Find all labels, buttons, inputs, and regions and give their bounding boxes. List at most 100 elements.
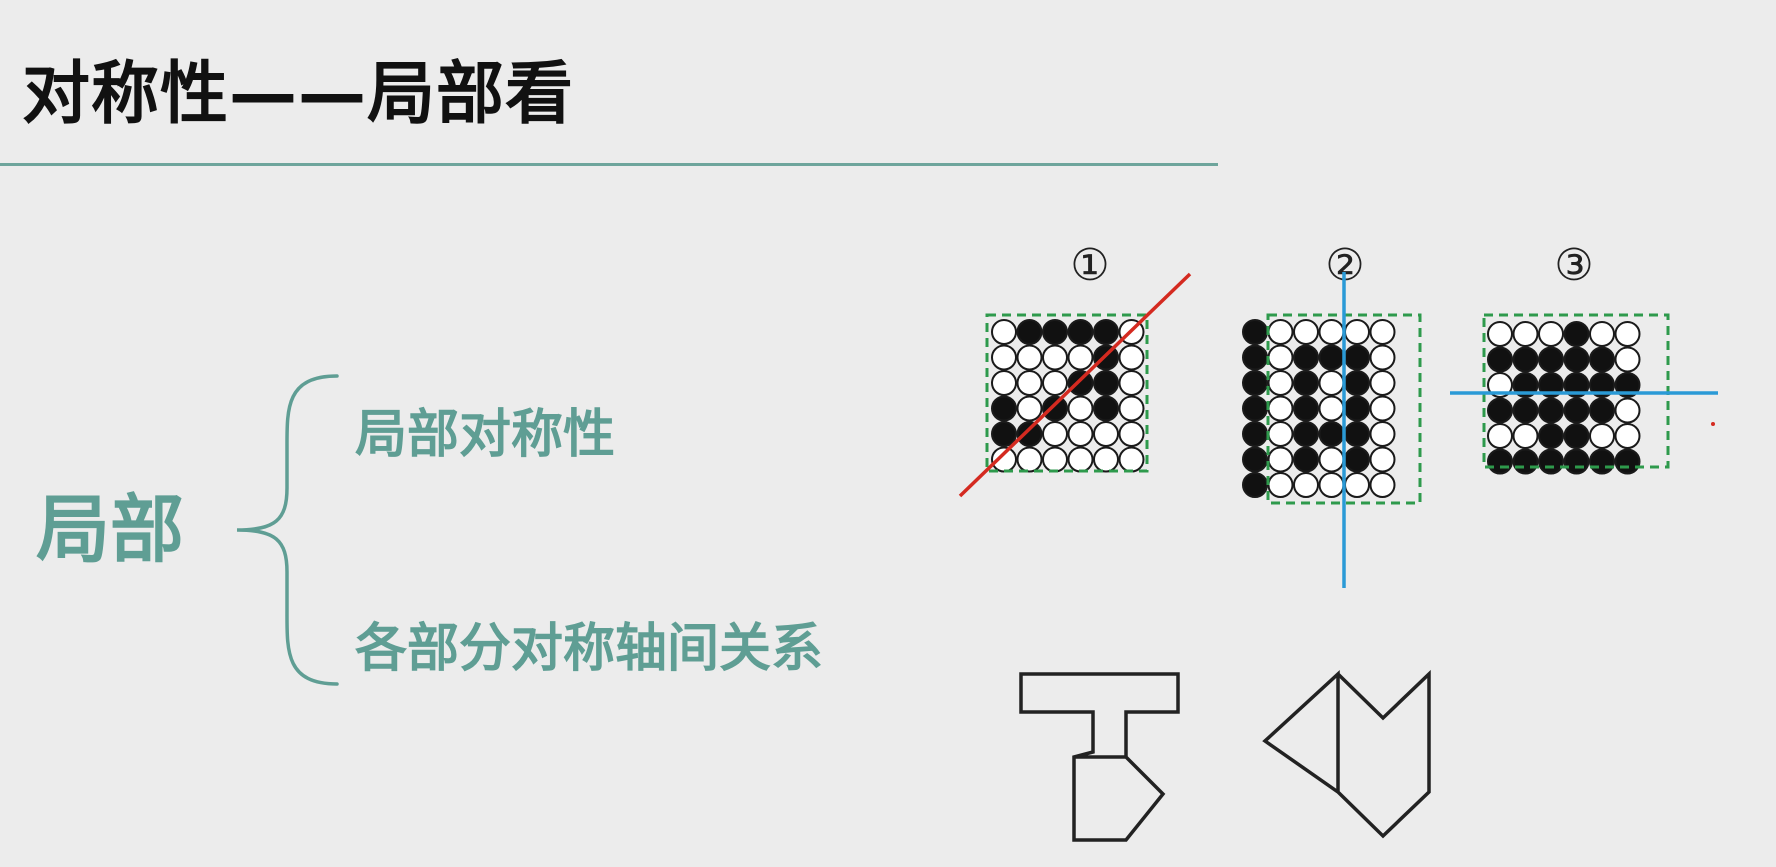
shape-t-outline	[1019, 672, 1180, 842]
grid-3-dot-black	[1512, 397, 1539, 424]
grid-2-dot-black	[1344, 421, 1370, 447]
grid-3-dot-black	[1589, 448, 1615, 475]
grid-1-dot-white	[991, 319, 1017, 345]
grid-2-dot-white	[1318, 472, 1345, 498]
diagonal-axis-red	[958, 272, 1192, 498]
grid-3-dot-black	[1563, 372, 1590, 398]
grid-3-dot-black	[1487, 397, 1513, 424]
grid-2-dot-white	[1267, 370, 1294, 396]
grid-3-dot-black	[1589, 372, 1615, 398]
grid-3-dot-black	[1538, 372, 1564, 398]
grid-2-dot-black	[1293, 446, 1319, 473]
grid-3-dot-white	[1512, 423, 1539, 449]
grid-2-dot-white	[1369, 370, 1396, 396]
grid-3-dot-black	[1589, 397, 1615, 424]
grid-2-dot-white	[1293, 319, 1319, 345]
grid-3-dot-black	[1563, 423, 1590, 449]
grid-3-dot-white	[1614, 423, 1641, 449]
grid-1-dot-white	[1118, 395, 1145, 422]
grid-2-dot-white	[1267, 472, 1294, 498]
grid-1-dot-white	[1067, 395, 1094, 422]
figure-label-3: ③	[1554, 240, 1593, 291]
grid-1-dot-white	[1067, 344, 1094, 371]
grid-2-dot-white	[1344, 472, 1370, 498]
grid-3-dot-black	[1538, 346, 1564, 373]
grid-2-dot-white	[1318, 446, 1345, 473]
grid-2-dot-white	[1293, 472, 1319, 498]
grid-2-dot-black	[1242, 370, 1268, 396]
grid-1-dot-white	[1042, 344, 1068, 371]
grid-3-dot-black	[1563, 346, 1590, 373]
grid-3-dot-black	[1487, 448, 1513, 475]
grid-2-dot-white	[1344, 319, 1370, 345]
grid-1-dot-white	[991, 370, 1017, 396]
grid-3-dot-white	[1487, 423, 1513, 449]
grid-2-dot-black	[1242, 446, 1268, 473]
grid-1-dot-white	[1042, 446, 1068, 473]
shape-arrow-outline	[1262, 669, 1431, 839]
grid-2-dot-white	[1267, 421, 1294, 447]
grid-2-dot-white	[1267, 395, 1294, 422]
grid-1-dot-white	[1118, 446, 1145, 473]
grid-3-dot-black	[1563, 321, 1590, 347]
grid-3-dot-white	[1512, 321, 1539, 347]
grid-2-dot-white	[1369, 421, 1396, 447]
grid-3-dot-white	[1487, 372, 1513, 398]
branch-axis-relation: 各部分对称轴间关系	[355, 619, 824, 679]
grid-2-dot-black	[1293, 344, 1319, 371]
grid-1-dot-black	[1016, 319, 1043, 345]
grid-3-dot-black	[1487, 346, 1513, 373]
grid-1-dot-black	[1042, 319, 1068, 345]
grid-1-dot-white	[1016, 344, 1043, 371]
grid-3-dot-black	[1512, 448, 1539, 475]
grid-3-dot-white	[1614, 346, 1641, 373]
grid-2-dot-black	[1242, 421, 1268, 447]
grid-3-dot-white	[1614, 321, 1641, 347]
grid-3-dot-white	[1589, 423, 1615, 449]
grid-2-dot-black	[1344, 446, 1370, 473]
grid-2-dot-black	[1344, 395, 1370, 422]
grid-1-dot-white	[1016, 395, 1043, 422]
grid-3-dot-black	[1614, 372, 1641, 398]
grid-3-dot-black	[1563, 397, 1590, 424]
grid-3-dot-white	[1487, 321, 1513, 347]
grid-3-dot-black	[1589, 346, 1615, 373]
grid-3-dot-white	[1614, 397, 1641, 424]
grid-2-dot-black	[1242, 344, 1268, 371]
grid-3-dot-white	[1589, 321, 1615, 347]
grid-1-dot-white	[1016, 446, 1043, 473]
grid-2-dot-white	[1369, 319, 1396, 345]
grid-2-dot-black	[1318, 344, 1345, 371]
grid-1-dot-black	[991, 395, 1017, 422]
grid-1-dot-white	[1093, 446, 1119, 473]
grid-2-dot-black	[1344, 344, 1370, 371]
grid-2-dot-white	[1267, 344, 1294, 371]
figure-label-1: ①	[1070, 240, 1109, 291]
grid-1-dot-white	[1093, 421, 1119, 447]
grid-2-dot-black	[1242, 395, 1268, 422]
grid-2-dot-white	[1369, 395, 1396, 422]
grid-1-dot-white	[1118, 421, 1145, 447]
grid-1-dot-white	[1016, 370, 1043, 396]
grid-1-dot-white	[1042, 370, 1068, 396]
grid-1-dot-white	[1067, 421, 1094, 447]
grid-2-dot-white	[1318, 395, 1345, 422]
grid-1-dot-black	[991, 421, 1017, 447]
grid-2-dot-white	[1318, 370, 1345, 396]
grid-3-dot-black	[1512, 372, 1539, 398]
grid-3-dot-black	[1614, 448, 1641, 475]
grid-3-dot-black	[1538, 448, 1564, 475]
grid-2-dot-black	[1293, 395, 1319, 422]
grid-3-dot-black	[1538, 397, 1564, 424]
grid-1-dot-black	[1016, 421, 1043, 447]
grid-2-dot-white	[1318, 319, 1345, 345]
grid-1-dot-black	[1093, 319, 1119, 345]
grid-2-dot-white	[1369, 472, 1396, 498]
grid-2-dot-black	[1293, 370, 1319, 396]
grid-1-dot-white	[1118, 370, 1145, 396]
grid-2-dot-black	[1242, 472, 1268, 498]
grid-3-dot-black	[1538, 423, 1564, 449]
grid-2-dot-black	[1242, 319, 1268, 345]
grid-2-dot-white	[1267, 319, 1294, 345]
